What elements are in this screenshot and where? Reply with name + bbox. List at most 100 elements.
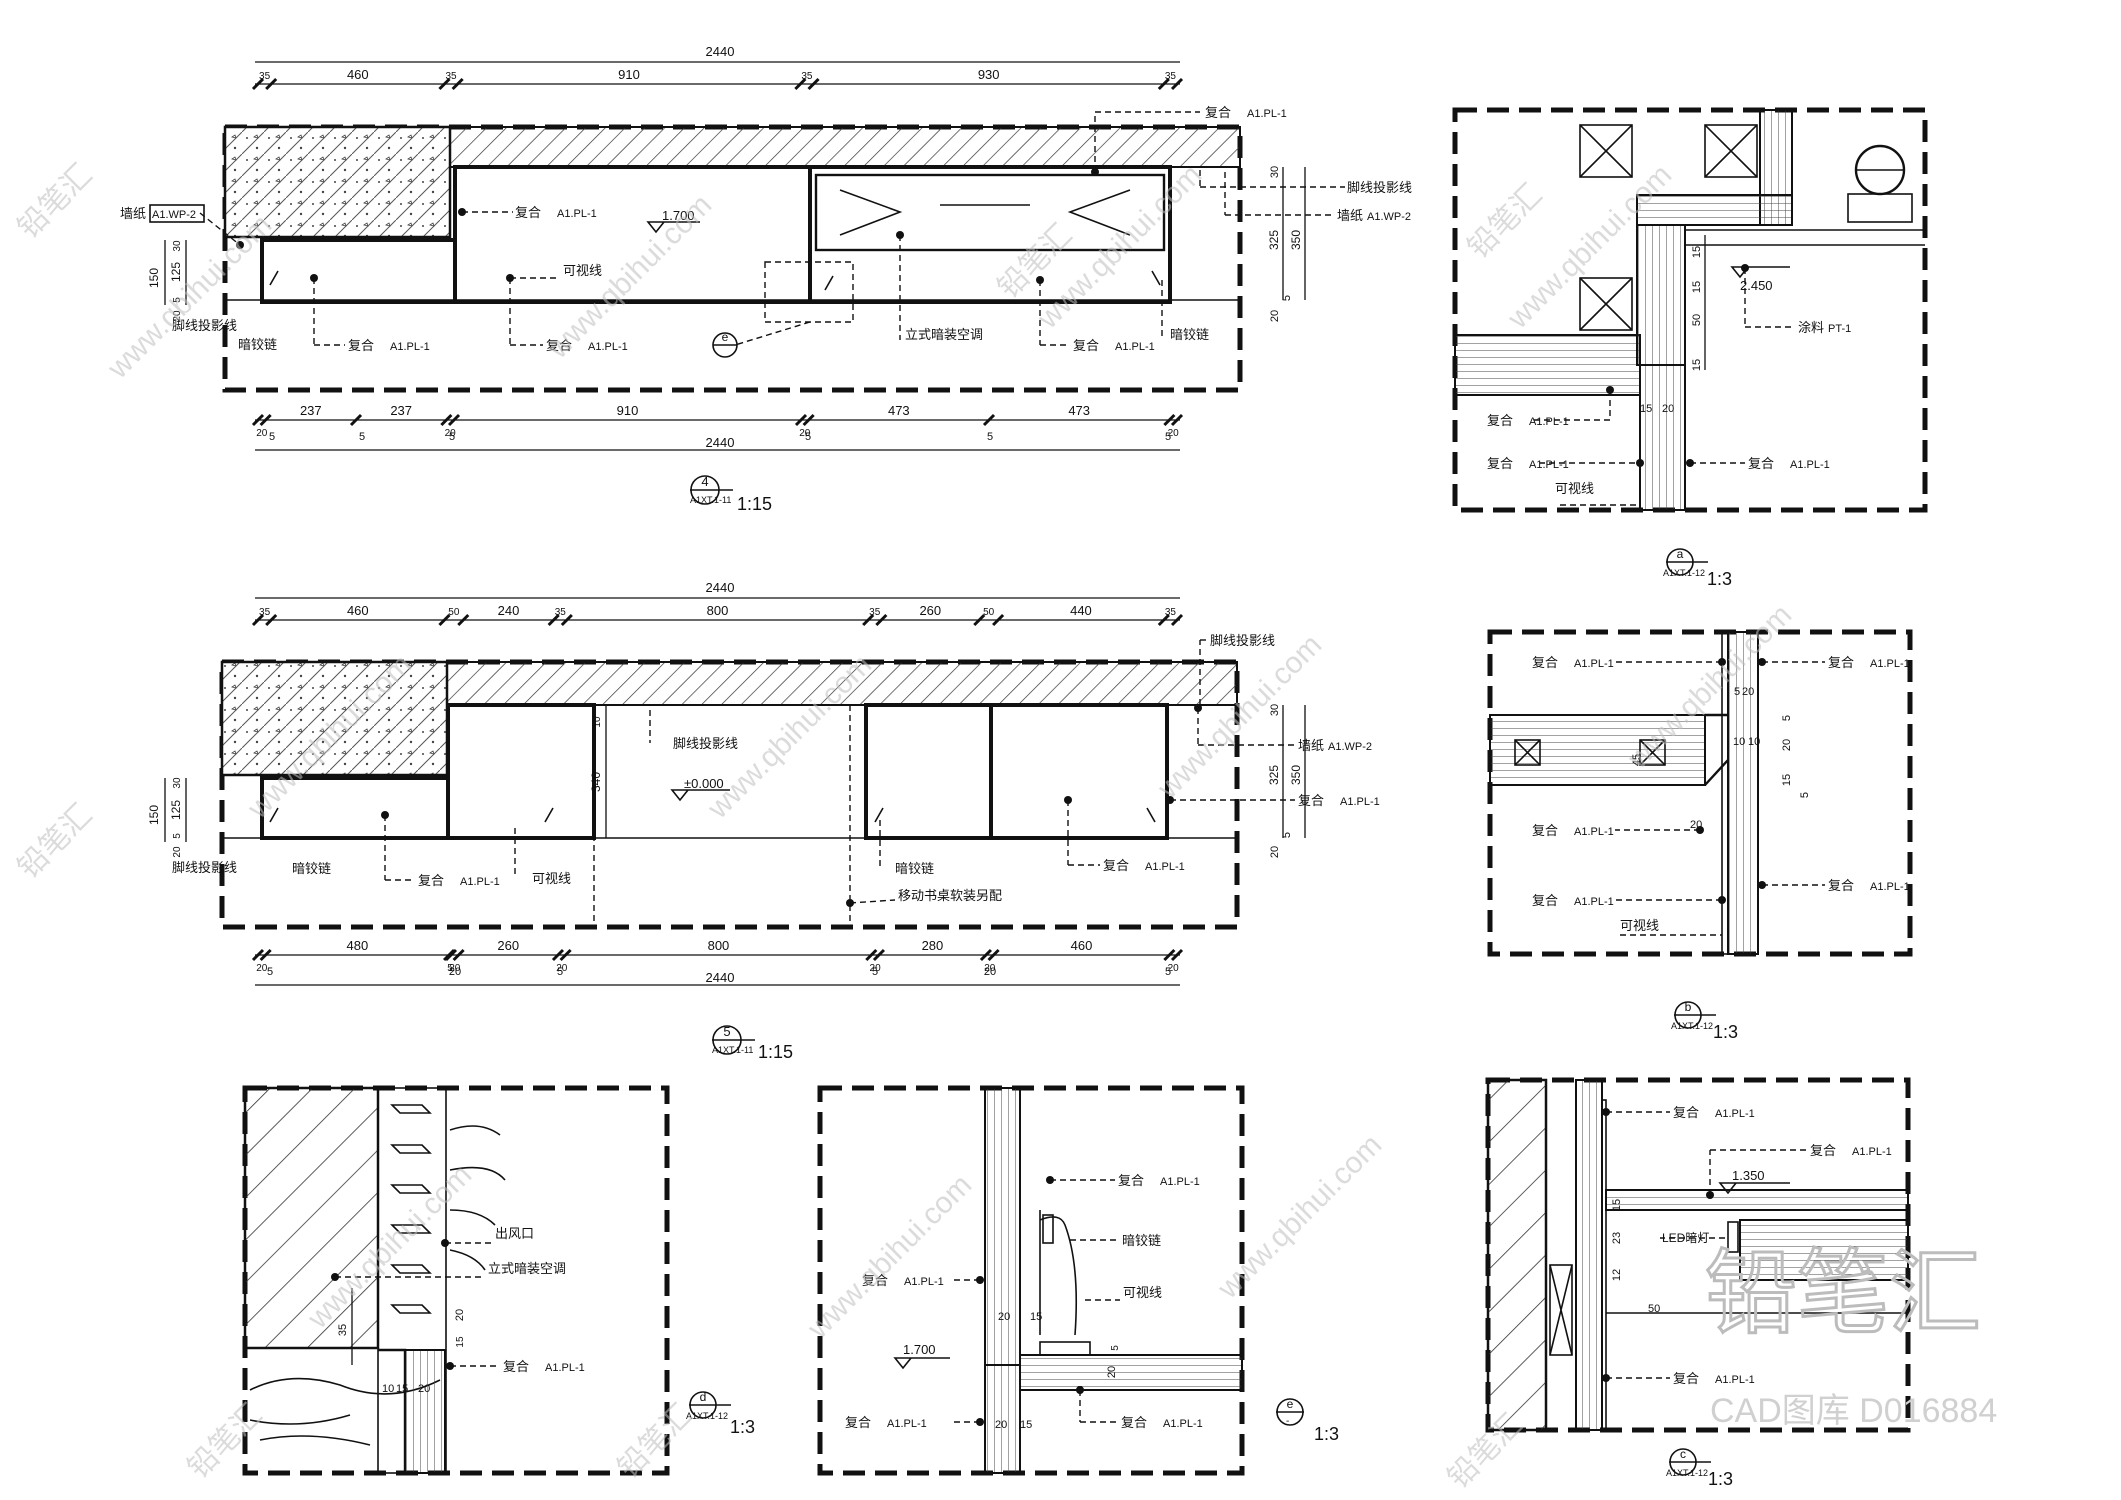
elevation-5-inner-10: 10 xyxy=(592,716,603,728)
detail-b-dot xyxy=(1758,658,1766,666)
elevation-4-composite-b2: 复合 xyxy=(546,338,572,353)
detail-b-dim-5b: 5 xyxy=(1781,715,1793,721)
elevation-5-wall-right-code: A1.WP-2 xyxy=(1328,741,1372,753)
detail-c-shelf xyxy=(1605,1189,1909,1211)
detail-e-c3: 复合 xyxy=(845,1415,871,1430)
dimension-tick xyxy=(444,948,458,962)
detail-d-ac: 立式暗装空调 xyxy=(488,1261,566,1276)
detail-d-joint xyxy=(378,1348,407,1473)
detail-d-tag-ref: A1XT.1-12 xyxy=(686,1411,728,1421)
detail-a-c1: 复合 xyxy=(1487,413,1513,428)
detail-b-scale: 1:3 xyxy=(1713,1022,1738,1042)
detail-e-hinge-plate xyxy=(1039,1341,1091,1356)
detail-b-dim-5c: 5 xyxy=(1799,792,1811,798)
elevation-4-composite-top: 复合 xyxy=(1205,105,1231,120)
dimension-tick xyxy=(251,613,265,627)
detail-a-block-2-x xyxy=(1704,124,1758,178)
watermark-url: www.qbihui.com xyxy=(1621,598,1798,775)
dimension-label: 260 xyxy=(497,938,519,953)
dimension-tick xyxy=(438,613,451,627)
elevation-5-skirting-top: 脚线投影线 xyxy=(1210,633,1275,648)
detail-a-dim-15c: 15 xyxy=(1691,359,1703,371)
elevation-5-skirting-left: 脚线投影线 xyxy=(172,860,237,875)
dimension-small-label: 5 xyxy=(449,431,455,443)
elevation-5-right-350: 350 xyxy=(1289,765,1303,785)
elevation-5-left-30: 30 xyxy=(172,777,183,789)
detail-d-dim-35: 35 xyxy=(337,1324,349,1336)
dimension-tick xyxy=(547,613,560,627)
detail-d-scale: 1:3 xyxy=(730,1417,755,1437)
detail-e-shelf xyxy=(1019,1354,1243,1391)
dimension-label: 280 xyxy=(922,938,944,953)
dimension-small-label: 20 xyxy=(984,966,996,978)
dimension-label: 20 xyxy=(870,963,882,974)
dimension-tick xyxy=(440,413,453,427)
detail-a-dim-15a: 15 xyxy=(1691,246,1703,258)
detail-d-tag-num: d xyxy=(700,1390,707,1404)
dimension-label: 800 xyxy=(707,603,729,618)
detail-e-dim-20b: 20 xyxy=(1106,1366,1118,1378)
detail-b-dot xyxy=(1718,658,1726,666)
detail-a-paint: 涂料 xyxy=(1798,320,1824,335)
dimension-label: 20 xyxy=(556,963,568,974)
elevation-4-dot xyxy=(896,231,904,239)
detail-b-dim-10a: 10 xyxy=(1733,736,1745,748)
dimension-tick xyxy=(1170,948,1184,962)
elevation-4-callout-leader xyxy=(734,321,811,346)
detail-a-paint-code: PT-1 xyxy=(1828,323,1851,335)
detail-e-frame xyxy=(817,1085,1245,1476)
elevation-4-ac-cabinet xyxy=(808,165,1172,304)
detail-c-dim-50: 50 xyxy=(1648,1303,1660,1315)
dimension-tick xyxy=(1157,77,1170,91)
dimension-tick xyxy=(862,613,875,627)
elevation-5-tag-num: 5 xyxy=(723,1024,730,1039)
watermark-url: www.qbihui.com xyxy=(1211,1128,1388,1305)
detail-e-c4-code: A1.PL-1 xyxy=(1163,1418,1203,1430)
detail-b-dot xyxy=(1696,826,1704,834)
dimension-tick xyxy=(265,613,278,627)
detail-b: 5 20 10 10 20 5 45 15 5 20 复合 A1.PL-1 复合… xyxy=(1487,629,1913,1042)
dimension-label: 240 xyxy=(498,603,520,618)
elevation-5-composite-b2-code: A1.PL-1 xyxy=(1145,861,1185,873)
detail-b-c4-code: A1.PL-1 xyxy=(1574,896,1614,908)
vent-slat xyxy=(390,1264,432,1274)
elevation-5-inner-340: 340 xyxy=(589,772,603,792)
elevation-4-top-total: 2440 xyxy=(706,44,735,59)
detail-d-dim-15b: 15 xyxy=(396,1383,408,1395)
dimension-tick xyxy=(1163,948,1176,962)
detail-d-dim-10: 10 xyxy=(382,1383,394,1395)
elevation-4-composite-b2-code: A1.PL-1 xyxy=(588,341,628,353)
detail-e-c3-code: A1.PL-1 xyxy=(887,1418,927,1430)
detail-e-tag-num: e xyxy=(1287,1397,1294,1411)
detail-b-tag-num: b xyxy=(1685,1000,1692,1014)
dimension-label: 35 xyxy=(869,607,881,618)
elevation-4-level-marker xyxy=(646,221,700,234)
elevation-5-right-325: 325 xyxy=(1267,765,1281,785)
detail-b-dim-20b: 20 xyxy=(1781,739,1793,751)
detail-b-vertical-panel xyxy=(1727,631,1759,955)
elevation-4-wall-right: 墙纸 xyxy=(1337,208,1363,223)
detail-a: 15 15 50 15 15 20 2.450 涂料 PT-1 复合 A1.PL… xyxy=(1452,107,1928,589)
elevation-4-hinge-right: 暗铰链 xyxy=(1170,327,1209,342)
elevation-5-right-20: 20 xyxy=(1269,846,1281,858)
dimension-tick xyxy=(447,413,461,427)
elevation-5-left-125: 125 xyxy=(169,800,183,820)
dimension-small-label: 5 xyxy=(1165,966,1171,978)
elevation-4-ac-unit xyxy=(814,173,1166,252)
watermark-url: www.qbihui.com xyxy=(801,1168,978,1345)
detail-e-hinge: 暗铰链 xyxy=(1122,1233,1161,1248)
detail-b-frame xyxy=(1487,629,1913,957)
detail-d-airflow xyxy=(449,1125,506,1271)
detail-e-dim-15a: 15 xyxy=(1030,1311,1042,1323)
dimension-tick xyxy=(551,948,565,962)
elevation-5-dot xyxy=(1194,704,1202,712)
dimension-tick xyxy=(794,413,808,427)
detail-c-c3: 复合 xyxy=(1673,1371,1699,1386)
elevation-4-dot xyxy=(310,274,318,282)
dimension-label: 35 xyxy=(801,71,813,82)
dimension-tick xyxy=(452,948,465,962)
dimension-label: 473 xyxy=(888,403,910,418)
